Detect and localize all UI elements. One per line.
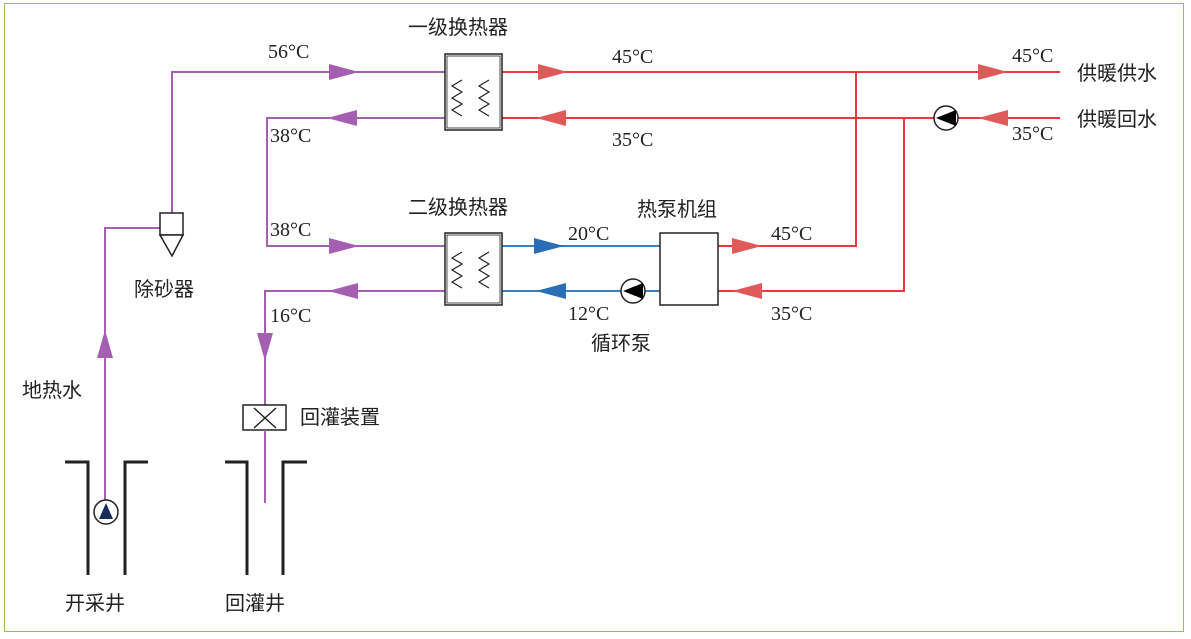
heating-arrows — [536, 64, 1008, 299]
production-well-icon — [65, 460, 148, 575]
heat-pump-label: 热泵机组 — [637, 197, 717, 221]
temp-16: 16°C — [270, 305, 311, 327]
arrow-up-geo — [97, 330, 113, 358]
arrow-38-back — [327, 110, 357, 126]
temp-35-hx1: 35°C — [612, 129, 653, 151]
circ-pump-label: 循环泵 — [591, 331, 651, 355]
temp-38-mid: 38°C — [270, 219, 311, 241]
arrow-45-supply — [978, 64, 1008, 80]
temp-20: 20°C — [568, 223, 609, 245]
temp-45-supply: 45°C — [1012, 45, 1053, 67]
arrow-16 — [328, 283, 358, 299]
arrow-35-hp — [732, 283, 762, 299]
hx2-label: 二级换热器 — [408, 195, 508, 219]
reinjection-well-icon — [225, 460, 307, 575]
arrow-45-hx1 — [538, 64, 568, 80]
reinjection-valve-icon — [242, 404, 287, 431]
arrow-38-mid — [329, 238, 359, 254]
arrow-20 — [534, 238, 564, 254]
hp-return-branch — [718, 118, 905, 292]
heat-exchanger-2 — [444, 232, 503, 306]
supply-label: 供暖供水 — [1077, 61, 1157, 85]
arrow-35-hx1 — [536, 110, 566, 126]
return-label: 供暖回水 — [1077, 107, 1157, 131]
pump-icon — [933, 105, 959, 131]
heat-pump-unit — [659, 232, 719, 306]
reinjection-well-label: 回灌井 — [225, 591, 285, 615]
arrow-45-hp — [732, 238, 762, 254]
temp-56: 56°C — [268, 41, 309, 63]
diagram-frame — [4, 3, 1184, 632]
temp-38-top: 38°C — [270, 125, 311, 147]
reinjection-device-label: 回灌装置 — [300, 405, 380, 429]
hp-supply-branch — [718, 72, 857, 247]
production-well-label: 开采井 — [65, 591, 125, 615]
heat-exchanger-coil-icon — [450, 251, 464, 289]
desander-label: 除砂器 — [134, 277, 194, 301]
heat-exchanger-coil-icon — [477, 251, 491, 289]
temp-35-hp: 35°C — [771, 303, 812, 325]
arrow-35-return — [978, 110, 1008, 126]
heating-pipes — [502, 71, 1060, 292]
production-pipe — [104, 227, 160, 515]
desander-icon — [158, 212, 185, 258]
heat-exchanger-coil-icon — [477, 79, 491, 117]
temp-35-return: 35°C — [1012, 123, 1053, 145]
arrow-56 — [329, 64, 359, 80]
temp-45-hp: 45°C — [771, 223, 812, 245]
circulation-arrows — [534, 238, 566, 299]
arrow-down-reinject — [257, 333, 273, 361]
geothermal-arrows — [97, 64, 359, 361]
heat-exchanger-1 — [444, 53, 503, 131]
heat-exchanger-coil-icon — [450, 79, 464, 117]
hx1-label: 一级换热器 — [408, 15, 508, 39]
geo-water-label: 地热水 — [22, 378, 82, 402]
temp-12: 12°C — [568, 303, 609, 325]
arrow-12 — [536, 283, 566, 299]
temp-45-hx1: 45°C — [612, 46, 653, 68]
pump-icon — [93, 499, 119, 525]
pump-icon — [620, 278, 646, 304]
